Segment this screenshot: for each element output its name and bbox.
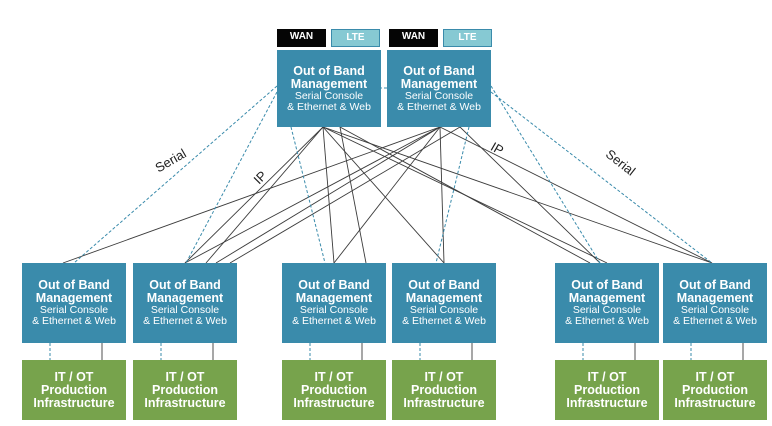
ip-connection-line	[439, 126, 713, 264]
node-subtitle: & Ethernet & Web	[673, 315, 757, 327]
infra-label: IT / OT	[587, 369, 627, 384]
node-title: Management	[146, 291, 224, 305]
ip-connection-line	[339, 126, 367, 264]
infrastructure-box: IT / OT Production Infrastructure	[663, 360, 767, 420]
infra-label: IT / OT	[314, 369, 354, 384]
infrastructure-box: IT / OT Production Infrastructure	[133, 360, 237, 420]
serial-connection-line	[73, 85, 278, 264]
node-subtitle: & Ethernet & Web	[287, 100, 371, 113]
infra-label: Infrastructure	[144, 395, 226, 410]
infra-label: Production	[574, 382, 640, 397]
infra-label: IT / OT	[695, 369, 735, 384]
node-subtitle: & Ethernet & Web	[143, 315, 227, 327]
node-subtitle: & Ethernet & Web	[565, 315, 649, 327]
ip-connection-line	[339, 126, 591, 264]
node-title: Out of Band	[293, 63, 365, 78]
node-title: Management	[35, 291, 113, 305]
ip-connection-line	[229, 126, 461, 264]
infra-label: Infrastructure	[566, 395, 648, 410]
node-title: Management	[295, 291, 373, 305]
edge-oob-node[interactable]: Out of Band Management Serial Console & …	[22, 263, 126, 343]
node-title: Management	[405, 291, 483, 305]
node-subtitle: Serial Console	[404, 89, 474, 102]
infra-label: Production	[682, 382, 748, 397]
lte-tag: LTE	[331, 29, 380, 47]
ip-connection-line	[205, 126, 324, 264]
infra-label: Infrastructure	[33, 395, 115, 410]
edge-oob-node[interactable]: Out of Band Management Serial Console & …	[133, 263, 237, 343]
ip-connection-line	[333, 126, 441, 264]
wan-tag: WAN	[389, 29, 438, 47]
node-title: Management	[290, 76, 368, 91]
infra-label: Production	[152, 382, 218, 397]
node-subtitle: Serial Console	[409, 304, 479, 316]
node-title: Out of Band	[571, 278, 643, 292]
node-subtitle: Serial Console	[150, 304, 220, 316]
infra-label: Production	[301, 382, 367, 397]
node-title: Management	[568, 291, 646, 305]
top-oob-node[interactable]: Out of Band Management Serial Console & …	[387, 50, 491, 127]
node-title: Out of Band	[149, 278, 221, 292]
edge-oob-node[interactable]: Out of Band Management Serial Console & …	[392, 263, 496, 343]
node-title: Out of Band	[403, 63, 475, 78]
lte-tag: LTE	[443, 29, 492, 47]
ip-connection-line	[184, 126, 441, 264]
infrastructure-box: IT / OT Production Infrastructure	[282, 360, 386, 420]
ip-connection-line	[322, 126, 445, 264]
infrastructure-box: IT / OT Production Infrastructure	[22, 360, 126, 420]
wan-tag: WAN	[277, 29, 326, 47]
infra-label: IT / OT	[424, 369, 464, 384]
serial-connection-line	[290, 126, 326, 264]
edge-oob-node[interactable]: Out of Band Management Serial Console & …	[282, 263, 386, 343]
node-subtitle: Serial Console	[572, 304, 642, 316]
infrastructure-box: IT / OT Production Infrastructure	[555, 360, 659, 420]
serial-connection-line	[185, 91, 278, 264]
infra-label: IT / OT	[54, 369, 94, 384]
node-title: Out of Band	[679, 278, 751, 292]
infra-label: Infrastructure	[403, 395, 485, 410]
node-subtitle: Serial Console	[294, 89, 364, 102]
ip-connection-line	[215, 126, 441, 264]
node-title: Out of Band	[298, 278, 370, 292]
node-subtitle: & Ethernet & Web	[397, 100, 481, 113]
node-subtitle: & Ethernet & Web	[292, 315, 376, 327]
node-subtitle: Serial Console	[39, 304, 109, 316]
serial-connection-line	[490, 85, 601, 264]
ip-connection-line	[459, 126, 601, 264]
infra-label: Infrastructure	[293, 395, 375, 410]
edge-oob-node[interactable]: Out of Band Management Serial Console & …	[663, 263, 767, 343]
ip-connection-line	[62, 126, 441, 264]
node-subtitle: & Ethernet & Web	[32, 315, 116, 327]
infra-label: Production	[41, 382, 107, 397]
node-subtitle: Serial Console	[299, 304, 369, 316]
serial-connection-line	[490, 91, 713, 264]
node-title: Out of Band	[38, 278, 110, 292]
serial-connection-line	[435, 126, 470, 264]
node-title: Management	[676, 291, 754, 305]
node-subtitle: Serial Console	[680, 304, 750, 316]
ip-connection-line	[184, 126, 324, 264]
infrastructure-box: IT / OT Production Infrastructure	[392, 360, 496, 420]
ip-connection-line	[439, 126, 445, 264]
edge-oob-node[interactable]: Out of Band Management Serial Console & …	[555, 263, 659, 343]
infra-label: Infrastructure	[674, 395, 756, 410]
node-subtitle: & Ethernet & Web	[402, 315, 486, 327]
infra-label: IT / OT	[165, 369, 205, 384]
ip-connection-line	[322, 126, 713, 264]
node-title: Out of Band	[408, 278, 480, 292]
node-title: Management	[400, 76, 478, 91]
infra-label: Production	[411, 382, 477, 397]
top-oob-node[interactable]: Out of Band Management Serial Console & …	[277, 50, 381, 127]
